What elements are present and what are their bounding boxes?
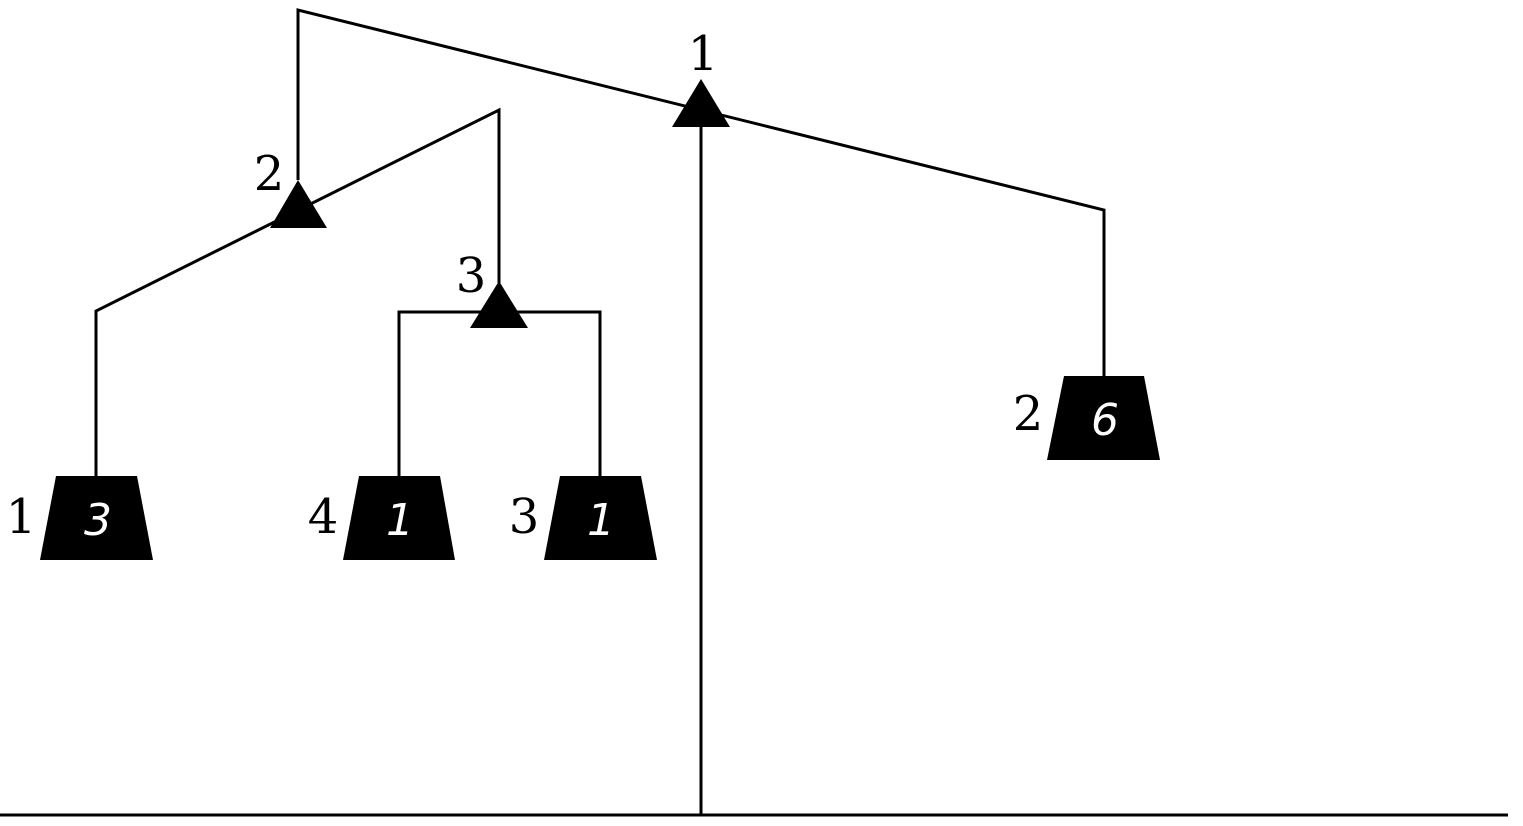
fulcrum-1-triangle — [672, 79, 730, 127]
weight-3-arm-label: 3 — [509, 489, 540, 545]
weight-3-block — [544, 476, 657, 560]
weight-2: 1 4 — [308, 476, 455, 560]
weight-2-block — [343, 476, 455, 560]
weight-3: 1 3 — [509, 476, 657, 560]
weight-1-arm-label: 1 — [6, 489, 37, 545]
fulcrum-2-triangle — [270, 180, 327, 228]
weight-4: 6 2 — [1013, 376, 1160, 460]
sub-beam — [397, 310, 602, 478]
weight-4-value: 6 — [1091, 395, 1119, 446]
fulcrum-1-label: 1 — [688, 26, 719, 82]
weight-1: 3 1 — [6, 476, 153, 560]
weight-1-value: 3 — [84, 495, 112, 546]
fulcrum-3-label: 3 — [456, 248, 487, 304]
weight-4-block — [1047, 376, 1160, 460]
weight-1-block — [40, 476, 153, 560]
fulcrum-2-label: 2 — [254, 146, 285, 202]
weight-3-value: 1 — [587, 495, 615, 546]
fulcrum-3-triangle — [470, 281, 528, 328]
weight-2-value: 1 — [386, 495, 414, 546]
weight-4-arm-label: 2 — [1013, 386, 1044, 442]
weight-2-arm-label: 4 — [308, 489, 339, 545]
